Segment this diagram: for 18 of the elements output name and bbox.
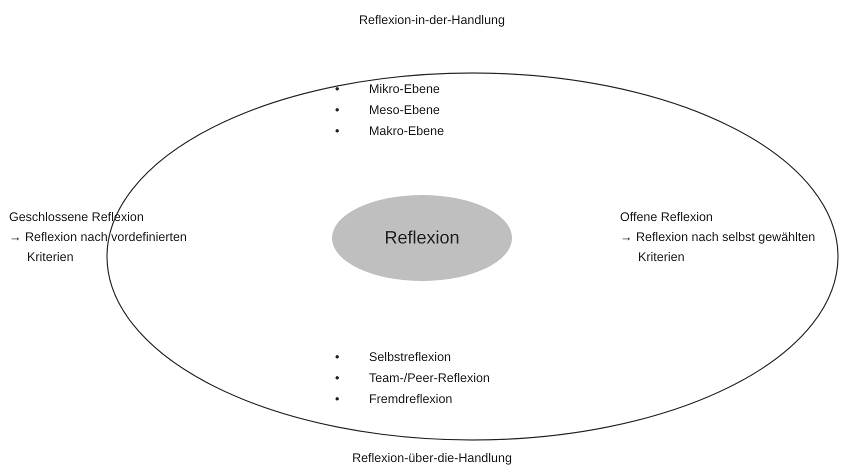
bullet: •: [335, 102, 340, 119]
bullet: •: [335, 370, 340, 387]
node-label: Reflexion: [383, 228, 461, 248]
list-item: Fremdreflexion: [369, 392, 452, 406]
heading-label: Reflexion-über-die-Handlung: [351, 450, 513, 467]
list-item: Selbstreflexion: [369, 350, 451, 364]
bullet: •: [335, 391, 340, 408]
list-item: Makro-Ebene: [369, 124, 444, 138]
list-item: Mikro-Ebene: [369, 82, 440, 96]
bullet: •: [335, 349, 340, 366]
side-note: → Reflexion nach vordefinierten Kriterien: [9, 229, 188, 266]
bullet: •: [335, 123, 340, 140]
heading-label: Reflexion-in-der-Handlung: [358, 12, 506, 29]
bullet: •: [335, 81, 340, 98]
list-item: Meso-Ebene: [369, 103, 440, 117]
list-item: Team-/Peer-Reflexion: [369, 371, 490, 385]
side-note: → Reflexion nach selbst gewählten Kriterien: [620, 229, 816, 266]
side-label: Offene Reflexion: [620, 209, 714, 226]
